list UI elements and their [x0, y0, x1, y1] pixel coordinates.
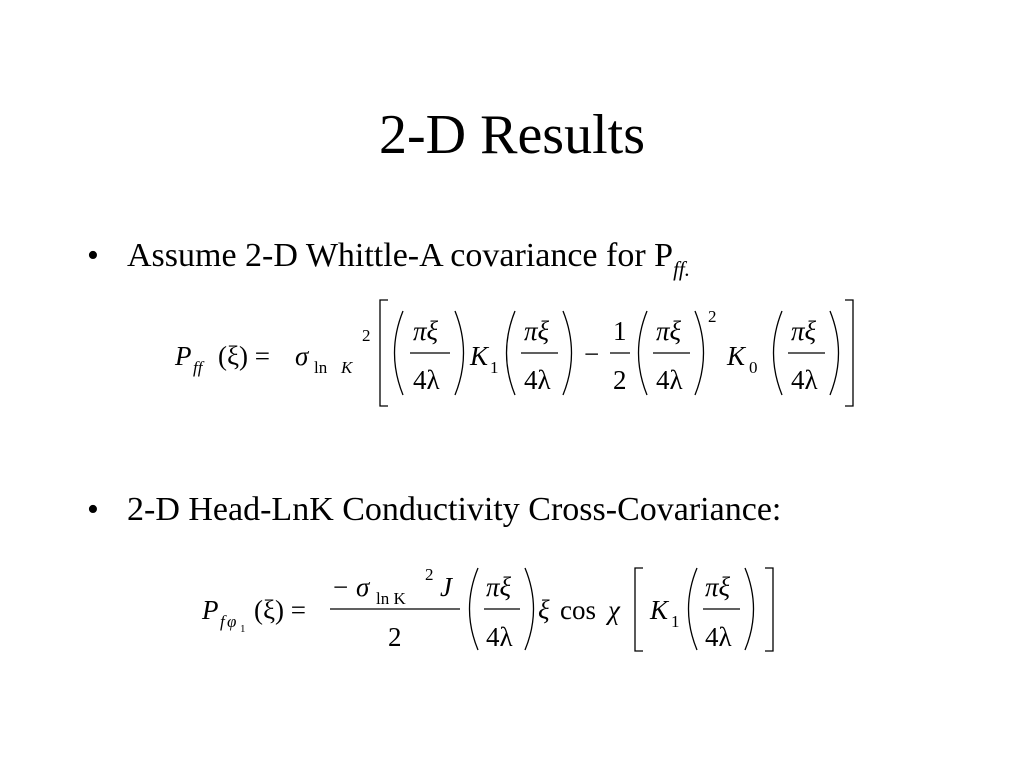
- right-bracket: [765, 567, 774, 652]
- left-bracket: [379, 299, 388, 407]
- eq1-frac3-denominator: 4λ: [656, 365, 683, 395]
- eq1-frac4-numerator: πξ: [791, 316, 817, 346]
- left-paren: [687, 567, 698, 651]
- eq1-half-denominator: 2: [613, 365, 627, 395]
- eq2-xi: ξ: [538, 595, 550, 625]
- eq1-k0-index: 0: [749, 358, 758, 377]
- eq2-lhs-subscript-index: 1: [240, 623, 246, 635]
- bullet-whittle: • Assume 2-D Whittle-A covariance for Pff…: [87, 236, 690, 281]
- bullet-text: 2-D Head-LnK Conductivity Cross-Covarian…: [127, 491, 782, 528]
- eq2-k1-index: 1: [671, 612, 680, 631]
- eq2-sigma-subscript: ln K: [376, 589, 406, 608]
- eq1-lhs-symbol: P: [174, 341, 192, 371]
- left-paren: [505, 310, 516, 396]
- eq1-k0-symbol: K: [726, 341, 747, 371]
- eq2-sigma-power: 2: [425, 565, 434, 584]
- left-paren: [393, 310, 404, 396]
- eq1-frac2-denominator: 4λ: [524, 365, 551, 395]
- eq2-lhs-symbol: P: [201, 595, 219, 625]
- bullet-marker: •: [87, 491, 99, 528]
- eq1-frac1-denominator: 4λ: [413, 365, 440, 395]
- eq2-cos: cos: [560, 595, 596, 625]
- eq1-sigma-power: 2: [362, 326, 371, 345]
- eq1-frac3-numerator: πξ: [656, 316, 682, 346]
- eq2-frac2-denominator: 4λ: [705, 622, 732, 652]
- right-bracket: [845, 299, 854, 407]
- left-paren: [637, 310, 648, 396]
- right-paren: [829, 310, 840, 396]
- eq2-sigma: σ: [356, 572, 371, 602]
- eq1-k1-index: 1: [490, 358, 499, 377]
- bullet-cross-covariance: • 2-D Head-LnK Conductivity Cross-Covaria…: [87, 490, 781, 530]
- eq1-k1-symbol: K: [469, 341, 490, 371]
- left-paren: [468, 567, 479, 651]
- right-paren: [694, 310, 705, 396]
- left-paren: [772, 310, 783, 396]
- eq2-chi: χ: [605, 595, 621, 625]
- bullet-text: Assume 2-D Whittle-A covariance for P: [127, 237, 674, 274]
- right-paren: [454, 310, 465, 396]
- eq1-half-numerator: 1: [613, 316, 627, 346]
- eq2-k1-symbol: K: [649, 595, 670, 625]
- eq2-frac1-numerator: πξ: [486, 572, 512, 602]
- eq2-lhs-argument: (ξ) =: [254, 595, 306, 625]
- right-paren: [562, 310, 573, 396]
- eq2-minus: −: [333, 572, 348, 602]
- eq1-minus: −: [584, 339, 599, 369]
- eq2-frac2-numerator: πξ: [705, 572, 731, 602]
- right-paren: [524, 567, 535, 651]
- eq1-lhs-argument: (ξ) =: [218, 341, 270, 371]
- eq1-sigma-subscript-ln: ln: [314, 358, 328, 377]
- right-paren: [744, 567, 755, 651]
- bullet-subscript: ff.: [673, 257, 690, 281]
- eq1-sigma: σ: [295, 341, 310, 371]
- eq2-lhs-subscript-f: f: [220, 612, 227, 631]
- slide-title: 2-D Results: [379, 104, 645, 166]
- eq2-j: J: [440, 572, 454, 602]
- eq1-frac2-numerator: πξ: [524, 316, 550, 346]
- left-bracket: [634, 567, 643, 652]
- eq2-lhs-subscript-phi: φ: [227, 612, 236, 631]
- eq1-lhs-subscript: ff: [193, 358, 205, 377]
- eq1-sigma-subscript-k: K: [340, 358, 354, 377]
- eq2-frac1-denominator: 4λ: [486, 622, 513, 652]
- eq1-frac1-numerator: πξ: [413, 316, 439, 346]
- eq1-square: 2: [708, 307, 717, 326]
- bullet-marker: •: [87, 237, 99, 274]
- eq1-frac4-denominator: 4λ: [791, 365, 818, 395]
- eq2-denominator: 2: [388, 622, 402, 652]
